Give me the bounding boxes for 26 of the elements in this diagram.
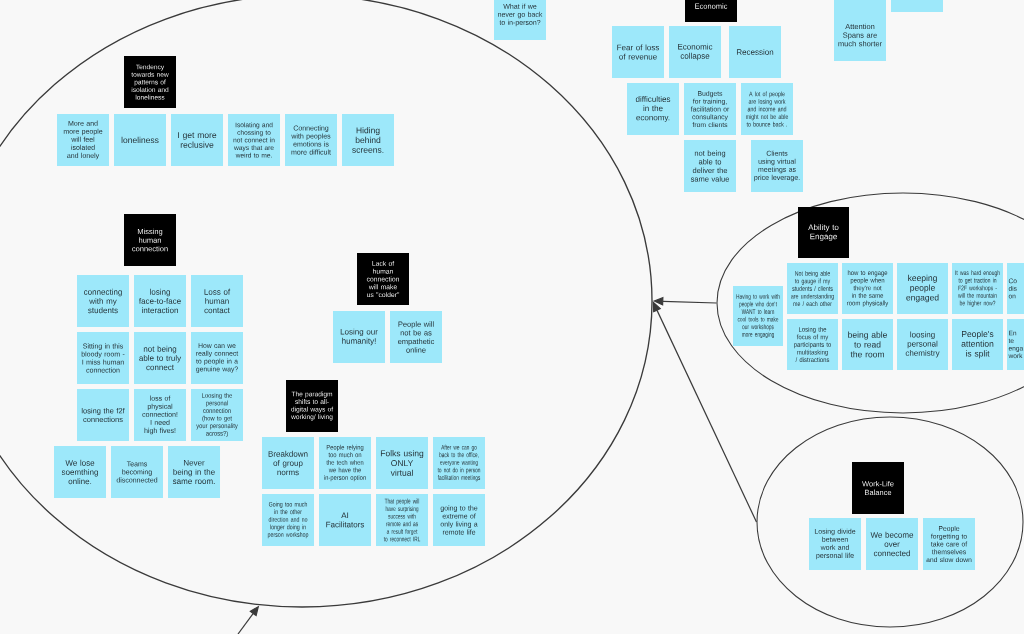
sticky-note: Breakdown of group norms <box>262 437 314 489</box>
sticky-note: Fear of loss of revenue <box>612 26 664 78</box>
sticky-note <box>891 0 943 12</box>
sticky-note: being able to read the room <box>842 319 893 370</box>
group-ellipse <box>756 416 1024 628</box>
sticky-note: connecting with my students <box>77 275 129 327</box>
header-note: Ability to Engage <box>798 207 849 258</box>
arrow <box>652 301 758 523</box>
sticky-note: We lose soemthing online. <box>54 446 106 498</box>
sticky-note: loosing personal chemistry <box>897 319 948 370</box>
sticky-note: Never being in the same room. <box>168 446 220 498</box>
sticky-note: AI Facilitators <box>319 494 371 546</box>
sticky-note: Losing our humanity! <box>333 311 385 363</box>
sticky-note: Recession <box>729 26 781 78</box>
sticky-note: Hiding behind screens. <box>342 114 394 166</box>
sticky-note: I get more reclusive <box>171 114 223 166</box>
sticky-note: Economic collapse <box>669 26 721 78</box>
sticky-note: Folks using ONLY virtual <box>376 437 428 489</box>
sticky-note: difficulties in the economy. <box>627 83 679 135</box>
sticky-note: Loss of human contact <box>191 275 243 327</box>
sticky-note: We become over connected <box>866 518 918 570</box>
sticky-note: People's attention is split <box>952 319 1003 370</box>
sticky-note: loneliness <box>114 114 166 166</box>
sticky-note: keeping people engaged <box>897 263 948 314</box>
sticky-note: not being able to truly connect <box>134 332 186 384</box>
sticky-note: losing face-to-face interaction <box>134 275 186 327</box>
